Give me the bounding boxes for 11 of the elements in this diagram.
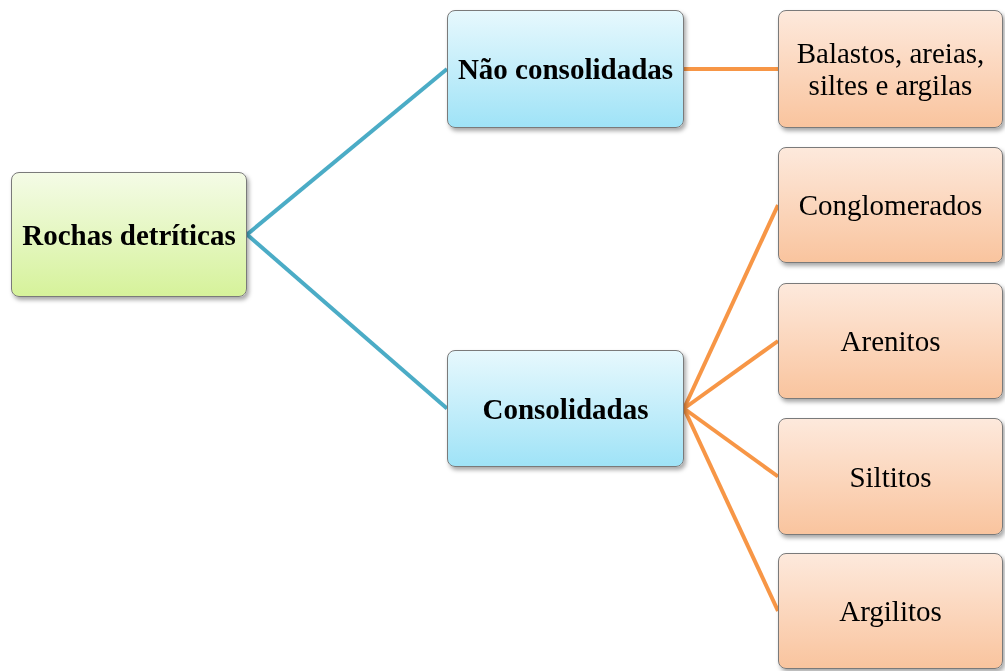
rock-type-box: Rochas detríticas bbox=[11, 172, 247, 297]
rock-type-box: Argilitos bbox=[778, 553, 1003, 669]
rock-type-box: Não consolidadas bbox=[447, 10, 684, 128]
rock-type-box: Balastos, areias, siltes e argilas bbox=[778, 10, 1003, 128]
connector-line bbox=[245, 67, 449, 237]
rock-type-box: Conglomerados bbox=[778, 147, 1003, 263]
rock-type-box: Siltitos bbox=[778, 418, 1003, 535]
rock-type-box: Arenitos bbox=[778, 283, 1003, 399]
rock-type-box: Consolidadas bbox=[447, 350, 684, 467]
connector-line bbox=[245, 233, 449, 410]
connector-line bbox=[684, 67, 778, 71]
